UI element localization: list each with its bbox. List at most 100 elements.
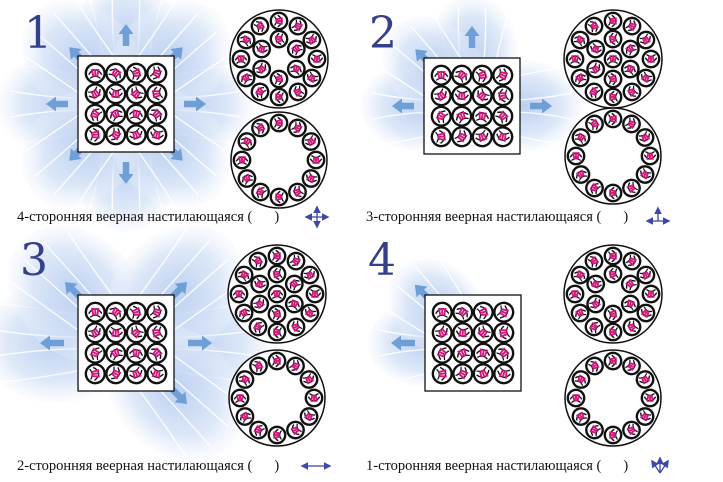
fiber-cell [565,49,585,69]
fiber-cell [584,82,604,102]
fiber-cell [431,301,453,323]
fiber-cell [586,39,606,59]
fiber-cell [236,30,256,50]
round-bundle-full [563,244,663,344]
fiber-cell [622,16,642,36]
fiber-cell [267,322,287,342]
caption-text: 2-сторонняя веерная настилающаяся ( [17,458,252,474]
fiber-cell [284,294,304,314]
fiber-cell [286,356,305,376]
panel-number: 1 [24,8,52,59]
fiber-cell [570,303,590,323]
fiber-cell [584,251,604,271]
round-bundle-ring [228,349,326,447]
fiber-cell [235,370,255,389]
fiber-cell [84,301,106,323]
fiber-cell [493,322,515,344]
fiber-cell [249,420,268,440]
fiber-cell [585,420,604,440]
panel-1: 1 4-сторонняя веерная настилающаяся () [0,0,330,233]
caption-close: ) [623,458,628,474]
fiber-cell [237,132,257,151]
fiber-cell [306,150,326,170]
panel-caption: 3-сторонняя веерная настилающаяся () [366,209,628,225]
fiber-cell [636,265,656,285]
fiber-cell [472,342,494,364]
fiber-cell [603,322,623,342]
fiber-cell [252,59,272,79]
fiber-cell [492,126,514,148]
fiber-cell [105,301,127,323]
fiber-cell [286,39,306,59]
fiber-cell [570,68,590,88]
fiber-cell [570,265,590,285]
fiber-cell [635,128,655,147]
fiber-cell [586,274,606,294]
fiber-cell [299,370,319,389]
fiber-cell [235,407,255,426]
fiber-cell [431,363,453,385]
arrow-up-icon [464,26,480,48]
arrow-right-icon [530,98,552,114]
fiber-cell [105,322,127,344]
round-bundle-ring [230,111,328,209]
panel-caption: 2-сторонняя веерная настилающаяся () [17,458,279,474]
fiber-cell [603,246,623,266]
panel-caption: 4-сторонняя веерная настилающаяся () [17,209,279,225]
panel-3: 32-сторонняя веерная настилающаяся () [0,221,332,474]
fiber-cell [603,183,623,203]
arrow-left-icon [46,96,68,112]
fiber-cell [105,363,127,385]
fiber-cell [146,342,168,364]
fiber-cell [84,62,106,84]
fiber-cell [472,322,494,344]
four-way-arrow-icon [304,205,330,229]
fiber-cell [471,64,493,86]
fiber-cell [451,105,473,127]
fiber-cell [269,113,289,133]
fiber-cell [603,351,623,371]
fiber-cell [125,342,147,364]
fiber-cell [105,103,127,125]
fiber-cell [492,85,514,107]
fiber-cell [236,68,256,88]
fiber-cell [586,59,606,79]
fiber-cell [430,64,452,86]
round-bundle-full [229,9,329,109]
caption-text: 4-сторонняя веерная настилающаяся ( [17,209,252,225]
fiber-cell [146,322,168,344]
fiber-cell [234,265,254,285]
three-way-arrow-icon [645,206,671,225]
fiber-cell [431,322,453,344]
arrow-up-icon [118,24,134,46]
fiber-cell [302,68,322,88]
fiber-cell [267,284,287,304]
fiber-cell [250,82,270,102]
fiber-cell [636,68,656,88]
fiber-cell [267,264,287,284]
fiber-cell [636,303,656,323]
fiber-cell [267,351,287,371]
fiber-cell [641,284,661,304]
fiber-cell [622,82,642,102]
fiber-cell [248,317,268,337]
fiber-cell [452,322,474,344]
fiber-cell [622,420,641,440]
fiber-cell [267,425,287,445]
fiber-cell [146,83,168,105]
fiber-cell [125,322,147,344]
caption-text: 3-сторонняя веерная настилающаяся ( [366,209,601,225]
fiber-cell [250,294,270,314]
fiber-cell [620,39,640,59]
fiber-cell [84,363,106,385]
fiber-cell [571,407,591,426]
fiber-cell [125,363,147,385]
fiber-cell [452,342,474,364]
fiber-cell [620,59,640,79]
fiber-cell [571,370,591,389]
caption-text: 1-сторонняя веерная настилающаяся ( [366,458,601,474]
fiber-cell [430,105,452,127]
arrow-left-icon [391,335,415,351]
fiber-cell [84,342,106,364]
fiber-cell [251,118,270,138]
